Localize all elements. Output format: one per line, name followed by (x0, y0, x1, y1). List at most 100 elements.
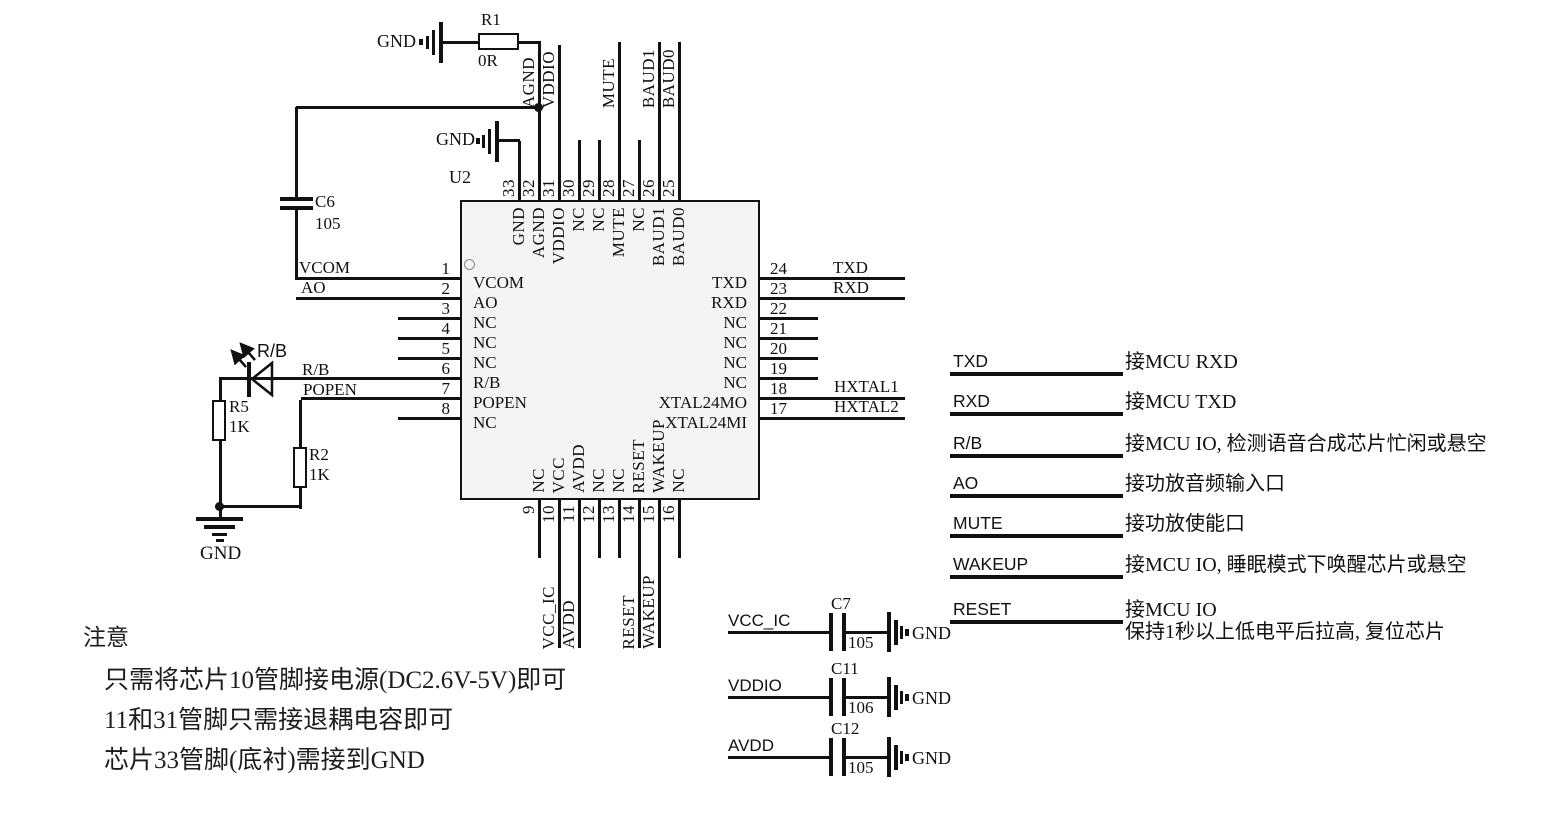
cap-wire-left-C12 (728, 756, 831, 759)
pin-number-16: 16 (659, 505, 678, 523)
net-label-txd: TXD (833, 258, 868, 277)
pin-line-11 (578, 500, 581, 648)
r1-value: 0R (478, 51, 498, 70)
gnd-symbol-bottom (204, 525, 235, 529)
pin-inner-label-24: TXD (712, 273, 747, 292)
pin-inner-label-1: VCOM (473, 273, 525, 292)
signal-name-1: RXD (953, 391, 990, 411)
pin-number-8: 8 (441, 399, 451, 418)
capacitor-plate-C12 (829, 738, 833, 776)
wire-c6-top (296, 106, 541, 109)
net-label-baud0: BAUD0 (659, 48, 678, 108)
pin-wire-3 (398, 317, 462, 320)
signal-name-5: WAKEUP (953, 554, 1029, 574)
gnd-symbol-C11 (887, 677, 891, 717)
pin-number-11: 11 (559, 505, 578, 523)
notes-line-3: 芯片33管脚(底衬)需接到GND (104, 747, 425, 774)
net-label-avdd: AVDD (559, 600, 578, 649)
cap-ref-C7: C7 (831, 594, 851, 613)
wire-r1-to-pin32 (517, 41, 541, 44)
pin-line-25 (678, 42, 681, 200)
signal-underline-1 (950, 412, 1123, 416)
notes-title: 注意 (83, 625, 129, 650)
pin-inner-label-25: BAUD0 (669, 207, 688, 267)
pin-inner-label-29: NC (589, 207, 608, 232)
gnd-symbol-C7 (894, 620, 898, 645)
pin-number-15: 15 (639, 505, 658, 523)
pin-inner-label-27: NC (629, 207, 648, 232)
pin-wire-21 (758, 337, 818, 340)
pin-number-30: 30 (559, 179, 578, 197)
resistor-r5 (212, 400, 226, 441)
wire-c6-lower (295, 210, 298, 280)
pin-line-12 (598, 500, 601, 558)
pin-inner-label-6: R/B (473, 373, 501, 392)
gnd-symbol-C12 (887, 737, 891, 777)
signal-desc-4: 接功放使能口 (1125, 513, 1245, 535)
gnd-symbol-C7 (900, 626, 903, 639)
r5-ref: R5 (229, 397, 249, 416)
pin-number-6: 6 (441, 359, 451, 378)
pin-line-29 (598, 140, 601, 200)
cap-wire-right-C11 (846, 696, 888, 699)
pin-wire-6 (250, 377, 462, 380)
signal-name-6: RESET (953, 599, 1012, 619)
pin-number-27: 27 (619, 179, 638, 197)
pin-wire-1 (296, 277, 462, 280)
pin-wire-17 (758, 417, 905, 420)
net-label-popen: POPEN (303, 380, 357, 399)
cap-value-C11: 106 (848, 698, 874, 717)
pin-line-27 (638, 140, 641, 200)
wire-r5-to-gnd (219, 439, 222, 509)
pin-number-28: 28 (599, 179, 618, 197)
cap-value-C12: 105 (848, 758, 874, 777)
gnd-symbol-bottom (196, 517, 243, 521)
cap-value-C7: 105 (848, 633, 874, 652)
pin-line-13 (618, 500, 621, 558)
net-label-agnd: AGND (519, 56, 538, 108)
pin-inner-label-12: NC (589, 468, 608, 493)
net-label-baud1: BAUD1 (639, 48, 658, 108)
pin-number-2: 2 (441, 279, 451, 298)
gnd-label-C11: GND (912, 688, 951, 708)
cap-net-C12: AVDD (728, 736, 774, 755)
pin-number-29: 29 (579, 179, 598, 197)
net-label-wakeup: WAKEUP (639, 575, 658, 649)
pin-number-24: 24 (770, 259, 787, 278)
signal-name-3: AO (953, 473, 979, 493)
signal-underline-3 (950, 494, 1123, 498)
notes-line-2: 11和31管脚只需接退耦电容即可 (104, 707, 454, 734)
pin-line-26 (658, 42, 661, 200)
pin-number-23: 23 (770, 279, 787, 298)
resistor-r2 (293, 447, 307, 488)
pin-line-9 (538, 500, 541, 558)
cap-net-C11: VDDIO (728, 676, 782, 695)
cap-wire-right-C12 (846, 756, 888, 759)
gnd-label-C7: GND (912, 623, 951, 643)
pin-number-12: 12 (579, 505, 598, 523)
pin-number-10: 10 (539, 505, 558, 523)
pin-inner-label-21: NC (723, 333, 747, 352)
gnd-symbol-bottom (212, 533, 227, 536)
pin-line-33 (518, 141, 521, 200)
gnd-symbol-r1-bullet (419, 39, 423, 45)
cap-wire-left-C11 (728, 696, 831, 699)
gnd-symbol-bottom (216, 539, 224, 542)
pin-number-3: 3 (441, 299, 451, 318)
pin-inner-label-4: NC (473, 333, 497, 352)
pin-inner-label-13: NC (609, 468, 628, 493)
pin-line-31 (558, 45, 561, 200)
pin-wire-5 (398, 357, 462, 360)
cap-ref-C12: C12 (831, 719, 860, 738)
pin-number-22: 22 (770, 299, 787, 318)
signal-desc-2: 接MCU IO, 检测语音合成芯片忙闲或悬空 (1125, 433, 1487, 455)
capacitor-plate-C12 (842, 738, 846, 776)
cap-wire-right-C7 (846, 631, 888, 634)
signal-desc-1: 接MCU TXD (1125, 391, 1237, 413)
gnd-symbol-C11 (900, 691, 903, 704)
signal-desc2-6: 保持1秒以上低电平后拉高, 复位芯片 (1125, 621, 1445, 643)
pin-line-10 (558, 500, 561, 648)
led-name-label: R/B (257, 341, 288, 361)
signal-desc-6: 接MCU IO (1125, 599, 1217, 621)
